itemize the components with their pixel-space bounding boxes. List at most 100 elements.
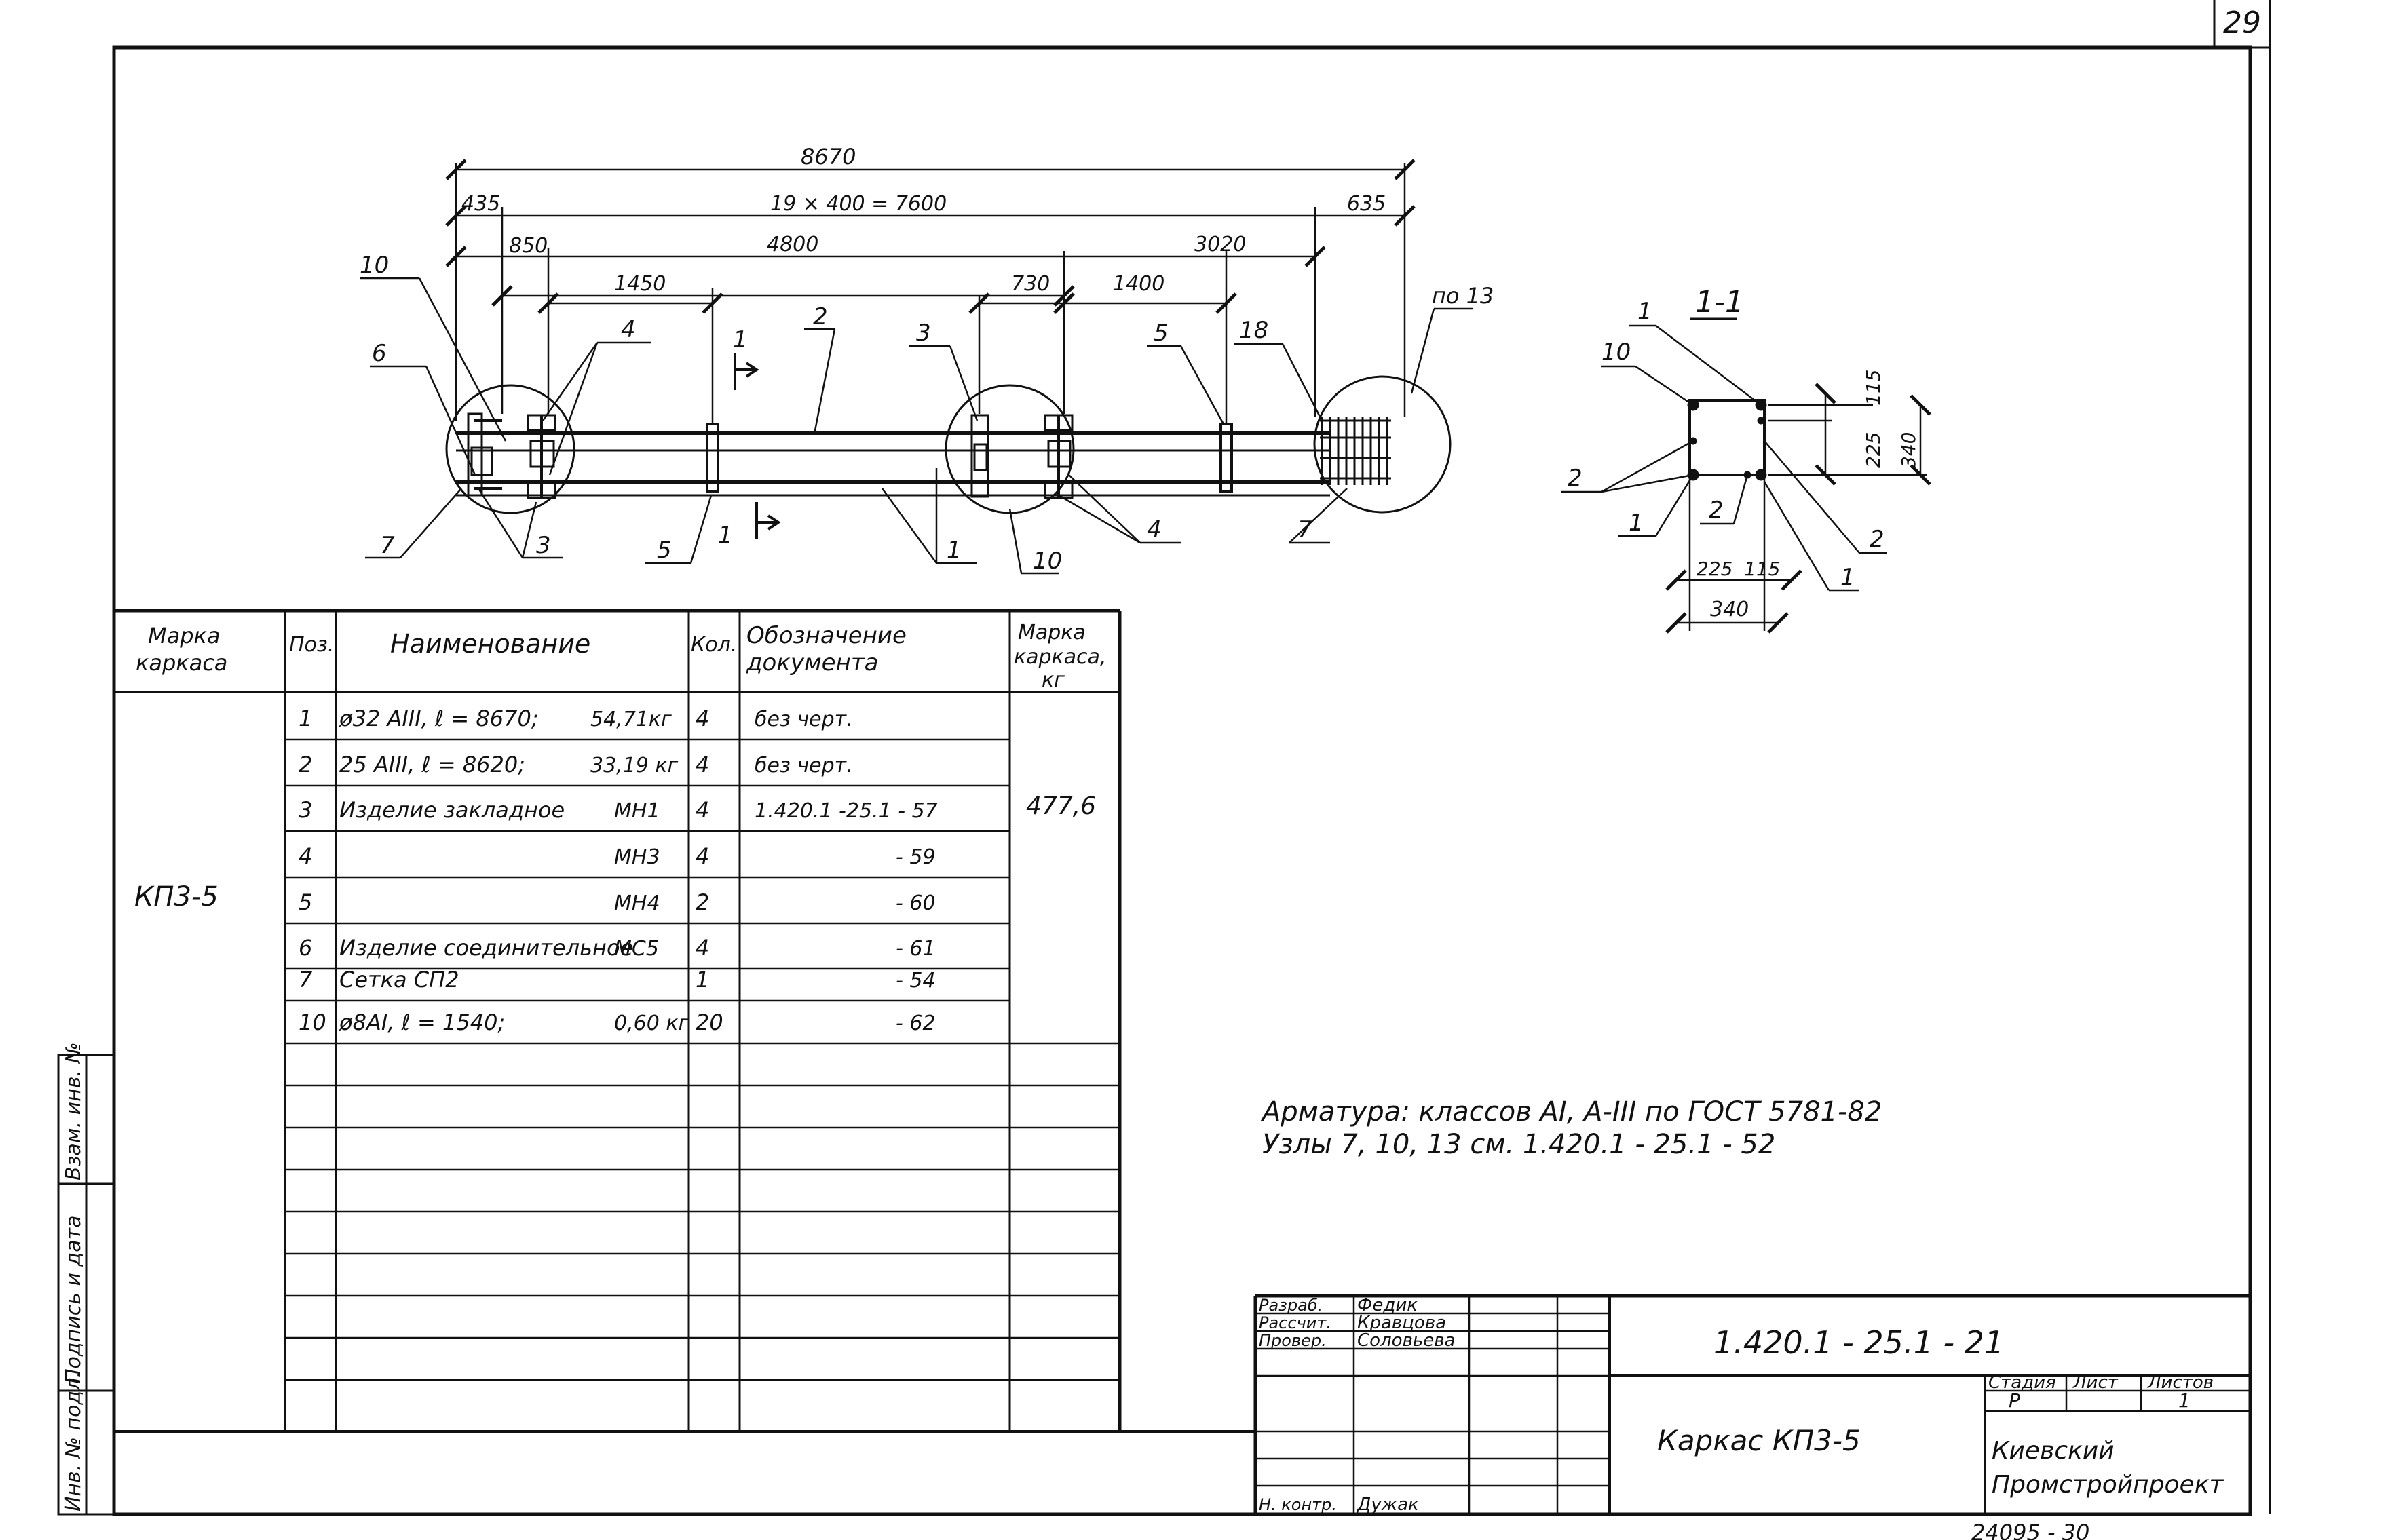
section-dim-340h: 340 [1710,598,1749,621]
mass-cell: 477,6 [1026,792,1096,820]
spec-table-body: КП3-5 477,6 [134,792,1096,912]
header-mass-1: Марка [1018,621,1086,644]
tb-name: Кравцова [1357,1313,1446,1333]
sheets-label: Листов [2147,1372,2214,1393]
dim-total: 8670 [801,144,856,170]
side-stamp-grid [57,1054,115,1516]
pos-label-6: 6 [372,340,387,367]
spec-row-extra: 33,19 кг [590,754,679,777]
spec-row-extra: МН3 [614,845,660,869]
spec-row-extra: МС5 [614,937,659,961]
stage-value: Р [2009,1389,2020,1412]
spec-row-doc: - 60 [896,891,936,915]
doc-code: 1.420.1 - 25.1 - 21 [1713,1324,2004,1361]
spec-row-qty: 4 [696,843,709,869]
tb-role: Провер. [1259,1331,1327,1350]
pos-label-7-left: 7 [380,532,395,559]
spec-row-doc: без черт. [755,708,853,731]
node-10-right-circle [945,384,1075,514]
tb-name: Соловьева [1357,1330,1456,1351]
section-1-1 [1561,317,1931,634]
header-mass-3: кг [1042,668,1065,692]
stamp-signature: Подпись и дата [62,1216,86,1385]
pos-label-10-mid: 10 [1033,547,1062,575]
spec-row-pos: 7 [299,967,313,993]
spec-row-pos: 4 [299,843,312,869]
dim-1450: 1450 [614,272,666,296]
spec-row-pos: 2 [299,752,312,777]
spec-row-pos: 3 [299,797,312,823]
pos-label-4: 4 [621,316,636,343]
pos-label-5: 5 [1154,320,1169,347]
spec-row-qty: 4 [696,935,709,961]
spec-row-extra: МН4 [614,891,660,915]
bottom-code: 24095 - 30 [1971,1520,2089,1540]
dim-850: 850 [509,234,548,258]
pos-label-10: 10 [360,252,389,279]
title-block-grid [1253,1294,2250,1514]
spec-row-qty: 4 [696,706,709,731]
spec-row-name: ø8AI, ℓ = 1540; [339,1009,505,1035]
spec-row-pos: 6 [299,935,312,961]
section-dim-115: 115 [1862,370,1884,406]
section-dim-225: 225 [1862,432,1884,468]
dim-1400: 1400 [1113,272,1164,296]
spec-table-headers: Марка каркаса Поз. Наименование Кол. Обо… [136,621,1106,692]
spec-row-name: 25 AIII, ℓ = 8620; [339,752,525,777]
pos-label-3-left: 3 [536,532,551,559]
dim-3020: 3020 [1194,233,1246,256]
spec-row-name: Изделие соединительное [339,935,633,961]
stamp-replaced: Взам. инв. № [62,1042,86,1180]
section-cut-top: 1 [733,326,748,353]
header-mark-2: каркаса [136,650,227,676]
spec-row-qty: 1 [696,967,709,993]
header-doc-1: Обозначение [746,622,907,649]
dim-4800: 4800 [767,233,818,256]
section-pos-10: 10 [1601,339,1631,366]
spec-row-name: Сетка СП2 [339,967,459,993]
section-title: 1-1 [1695,285,1744,320]
frame-elevation [360,159,1473,575]
spec-row-qty: 2 [696,889,709,915]
spec-row-pos: 5 [299,889,312,915]
tb-role: Разраб. [1259,1296,1323,1315]
pos-label-4-mid: 4 [1147,516,1162,543]
sheet-label: Лист [2072,1372,2119,1393]
section-dim-225h: 225 [1697,558,1732,580]
elevation-dimensions: 8670 19 × 400 = 7600 435 635 850 4800 30… [461,144,1386,296]
tb-name: Федик [1357,1295,1418,1315]
pos-label-7-right: 7 [1297,516,1312,543]
section-pos-1b: 1 [1629,509,1644,537]
spec-row-extra: 54,71кг [590,708,672,731]
header-qty: Кол. [691,633,737,657]
section-labels: 1-1 1 10 2 1 2 2 1 115 225 340 225 115 3… [1568,285,1920,621]
notes: Арматура: классов AI, A-III по ГОСТ 5781… [1260,1096,1882,1160]
header-pos: Поз. [289,633,334,657]
section-dim-340v: 340 [1897,432,1920,468]
tb-role: Н. контр. [1259,1495,1337,1514]
spec-row-extra: 0,60 кг [614,1012,689,1035]
spec-row-pos: 10 [299,1009,326,1035]
spec-row-name: Изделие закладное [339,797,565,823]
spec-row-doc: - 54 [896,969,936,993]
sheet-frame [112,0,2271,1516]
sheet-number: 29 [2223,5,2261,40]
dim-step: 19 × 400 = 7600 [770,192,947,216]
spec-row-doc: - 59 [896,845,936,869]
dim-left-offset: 435 [461,192,500,216]
header-name: Наименование [390,629,590,659]
pos-label-3: 3 [916,320,931,347]
stamp-inventory: Инв. № подл. [62,1371,86,1512]
side-stamp-texts: Взам. инв. № Подпись и дата Инв. № подл. [62,1042,86,1512]
spec-row-extra: МН1 [614,799,660,823]
section-pos-2c: 2 [1870,526,1884,553]
title-block-texts: 1.420.1 - 25.1 - 21 Каркас КП3-5 Стадия … [1657,1324,2224,1540]
header-mark-1: Марка [148,623,220,649]
spec-table-grid [114,609,1255,1433]
header-mass-2: каркаса, [1014,645,1106,669]
doc-name: Каркас КП3-5 [1657,1424,1861,1457]
tb-role: Рассчит. [1259,1313,1331,1332]
node-13-circle [1313,375,1452,514]
